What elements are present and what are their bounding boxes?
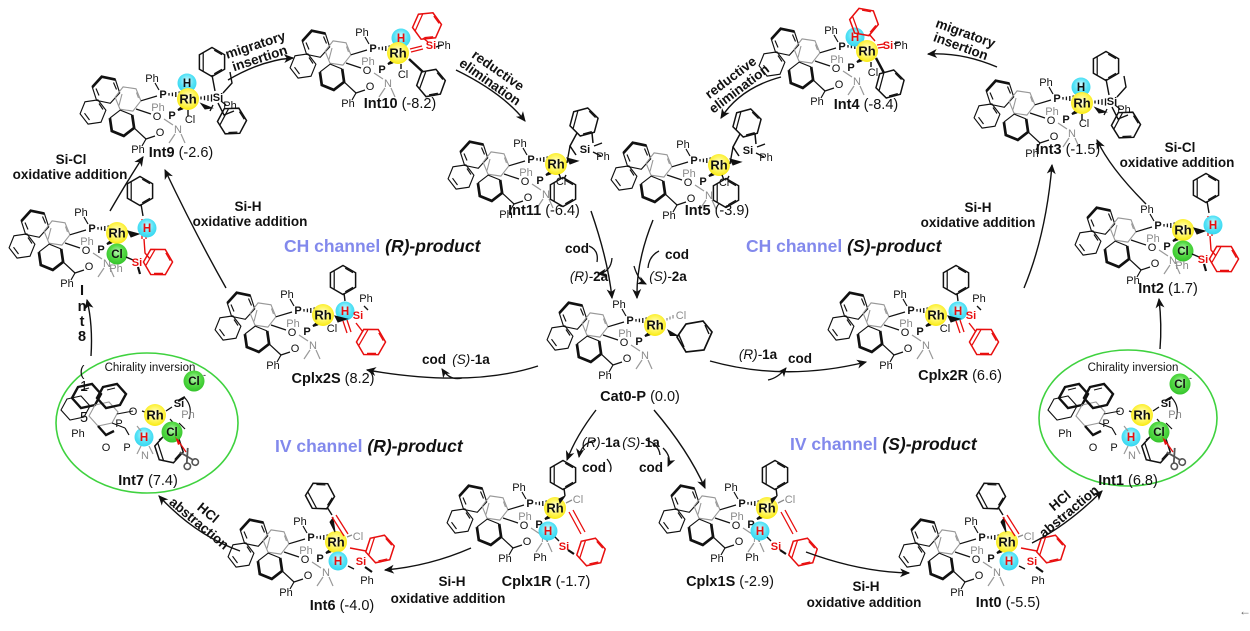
svg-text:Si-H: Si-H bbox=[965, 200, 992, 215]
svg-text:Int9 (-2.6): Int9 (-2.6) bbox=[149, 145, 213, 161]
svg-text:cod: cod bbox=[788, 351, 812, 366]
svg-text:cod: cod bbox=[665, 247, 689, 262]
svg-text:CH channel (S)-product: CH channel (S)-product bbox=[746, 236, 943, 256]
svg-text:(R)-2a: (R)-2a bbox=[570, 269, 609, 284]
svg-text:Int6 (-4.0): Int6 (-4.0) bbox=[310, 598, 374, 614]
svg-text:-: - bbox=[203, 370, 206, 380]
svg-text:Int3 (-1.5): Int3 (-1.5) bbox=[1036, 142, 1100, 158]
svg-text:Int5 (-3.9): Int5 (-3.9) bbox=[685, 203, 749, 219]
svg-text:I: I bbox=[80, 283, 84, 299]
svg-text:Si-Cl: Si-Cl bbox=[56, 152, 87, 167]
svg-text:Chirality inversion: Chirality inversion bbox=[105, 362, 196, 374]
svg-text:Chirality inversion: Chirality inversion bbox=[1088, 362, 1179, 374]
svg-text:5: 5 bbox=[80, 410, 88, 426]
svg-text:8: 8 bbox=[78, 329, 86, 345]
svg-text:Cat0-P (0.0): Cat0-P (0.0) bbox=[600, 389, 680, 405]
svg-text:cod: cod bbox=[422, 352, 446, 367]
svg-text:Si-Cl: Si-Cl bbox=[1165, 140, 1196, 155]
svg-text:(S)-2a: (S)-2a bbox=[649, 269, 687, 284]
svg-text:Cplx2R (6.6): Cplx2R (6.6) bbox=[918, 368, 1002, 384]
svg-text:Int7 (7.4): Int7 (7.4) bbox=[118, 473, 178, 489]
svg-text:oxidative addition: oxidative addition bbox=[1120, 155, 1235, 170]
svg-text:t: t bbox=[80, 314, 85, 330]
svg-text:oxidative addition: oxidative addition bbox=[391, 591, 506, 606]
svg-text:IV channel (R)-product: IV channel (R)-product bbox=[275, 436, 464, 456]
svg-text:(: ( bbox=[80, 364, 85, 380]
svg-text:oxidative addition: oxidative addition bbox=[193, 214, 308, 229]
svg-text:-: - bbox=[1189, 373, 1192, 383]
svg-text:Si-H: Si-H bbox=[853, 579, 880, 594]
svg-text:cod: cod bbox=[639, 460, 663, 475]
svg-text:Int2 (1.7): Int2 (1.7) bbox=[1138, 281, 1198, 297]
svg-text:(R)-1a: (R)-1a bbox=[582, 435, 621, 450]
svg-text:Int4 (-8.4): Int4 (-8.4) bbox=[834, 97, 898, 113]
svg-text:CH channel (R)-product: CH channel (R)-product bbox=[284, 236, 482, 256]
svg-text:Int10 (-8.2): Int10 (-8.2) bbox=[364, 96, 437, 112]
svg-text:1: 1 bbox=[80, 379, 88, 395]
svg-text:(S)-1a: (S)-1a bbox=[622, 435, 660, 450]
svg-text:cod: cod bbox=[582, 460, 606, 475]
svg-text:Int0 (-5.5): Int0 (-5.5) bbox=[976, 595, 1040, 611]
svg-text:cod: cod bbox=[565, 241, 589, 256]
svg-text:Si-H: Si-H bbox=[439, 574, 466, 589]
svg-text:oxidative addition: oxidative addition bbox=[921, 215, 1036, 230]
svg-text:oxidative addition: oxidative addition bbox=[13, 167, 128, 182]
svg-text:Cplx2S (8.2): Cplx2S (8.2) bbox=[291, 371, 374, 387]
svg-text:IV channel (S)-product: IV channel (S)-product bbox=[790, 434, 978, 454]
svg-text:oxidative addition: oxidative addition bbox=[807, 595, 922, 610]
svg-text:n: n bbox=[78, 299, 87, 315]
svg-text:(R)-1a: (R)-1a bbox=[739, 347, 778, 362]
svg-text:Cplx1S (-2.9): Cplx1S (-2.9) bbox=[686, 574, 774, 590]
svg-text:←: ← bbox=[1239, 604, 1250, 618]
svg-text:Cplx1R (-1.7): Cplx1R (-1.7) bbox=[502, 574, 591, 590]
svg-text:Int1 (6.8): Int1 (6.8) bbox=[1098, 473, 1158, 489]
svg-text:Si-H: Si-H bbox=[235, 199, 262, 214]
svg-text:Int11 (-6.4): Int11 (-6.4) bbox=[508, 203, 580, 219]
svg-text:(S)-1a: (S)-1a bbox=[452, 352, 490, 367]
